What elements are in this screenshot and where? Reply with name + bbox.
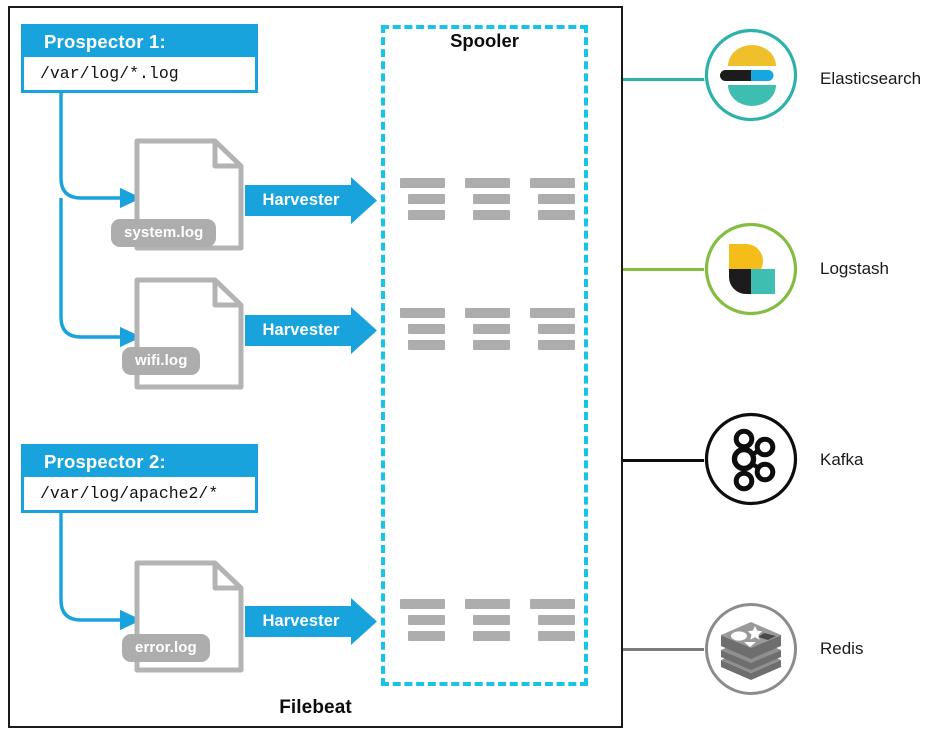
harvester-arrow-wifi: Harvester [245,307,377,354]
spooler-event [400,308,445,353]
harvester-label: Harvester [262,191,340,209]
spooler-batch-1 [400,178,575,223]
event-line [530,599,575,609]
spooler-event [530,308,575,353]
connector-redis [623,648,707,651]
prospector-1-title: Prospector 1: [44,31,166,52]
harvester-arrow-error: Harvester [245,598,377,645]
event-line [400,308,445,318]
event-line [473,631,510,641]
event-line [473,615,510,625]
prospector-2-card[interactable]: Prospector 2: /var/log/apache2/* [21,444,258,513]
log-file-label-system: system.log [111,219,217,247]
filebeat-label: Filebeat [279,697,352,718]
event-line [473,194,510,204]
event-line [538,210,575,220]
event-line [530,308,575,318]
output-label-kafka: Kafka [820,450,864,469]
spooler-event [465,308,510,353]
harvester-label: Harvester [262,321,340,339]
event-line [400,178,445,188]
spooler-event [465,599,510,644]
event-line [400,599,445,609]
event-line [408,210,445,220]
event-line [538,615,575,625]
event-line [538,631,575,641]
event-line [465,178,510,188]
connector-elasticsearch [623,78,707,81]
event-line [465,308,510,318]
log-file-label-error: error.log [122,634,210,662]
prospector-1-card[interactable]: Prospector 1: /var/log/*.log [21,24,258,93]
event-line [408,194,445,204]
event-line [538,194,575,204]
connector-logstash [623,268,707,271]
harvester-label: Harvester [262,612,340,630]
connector-kafka [623,459,707,462]
event-line [408,340,445,350]
event-line [538,324,575,334]
kafka-logo-icon[interactable] [704,412,798,506]
prospector-2-path: /var/log/apache2/* [24,477,255,510]
spooler-box [381,25,588,686]
prospector-1-path: /var/log/*.log [24,57,255,90]
harvester-arrow-system: Harvester [245,177,377,224]
event-line [538,340,575,350]
event-line [465,599,510,609]
spooler-event [400,599,445,644]
spooler-batch-2 [400,308,575,353]
event-line [473,324,510,334]
output-label-elasticsearch: Elasticsearch [820,69,922,88]
prospector-2-title: Prospector 2: [44,451,166,472]
event-line [473,340,510,350]
event-line [408,615,445,625]
spooler-batch-3 [400,599,575,644]
elasticsearch-logo-icon[interactable] [704,28,798,122]
log-file-label-wifi: wifi.log [122,347,201,375]
spooler-event [530,178,575,223]
event-line [408,324,445,334]
event-line [530,178,575,188]
output-label-logstash: Logstash [820,259,889,278]
event-line [408,631,445,641]
spooler-event [465,178,510,223]
redis-logo-icon[interactable] [704,602,798,696]
event-line [473,210,510,220]
spooler-title: Spooler [450,30,519,51]
spooler-event [400,178,445,223]
output-label-redis: Redis [820,639,864,658]
spooler-event [530,599,575,644]
logstash-logo-icon[interactable] [704,222,798,316]
